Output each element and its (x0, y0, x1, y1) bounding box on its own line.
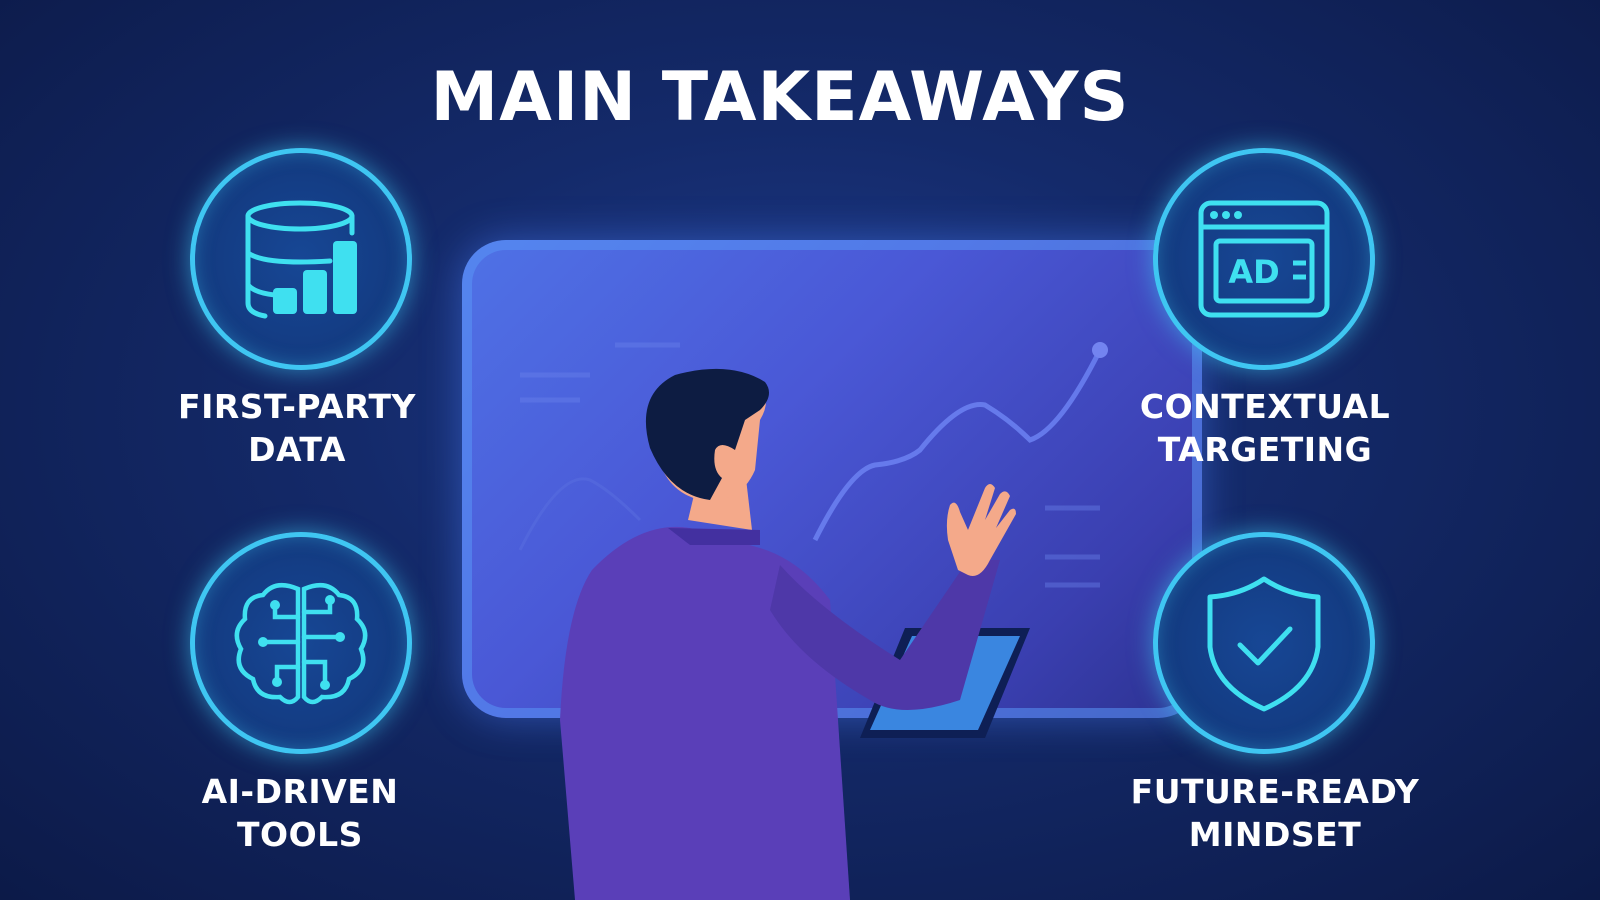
label-line: MINDSET (1188, 815, 1362, 854)
label-line: AI-DRIVEN (201, 772, 399, 811)
future-ready-mindset-label: FUTURE-READY MINDSET (1105, 770, 1445, 856)
browser-ad-icon: AD (1198, 200, 1330, 318)
presenter (560, 368, 1016, 900)
contextual-targeting-badge: AD (1153, 148, 1375, 370)
screen-chart (518, 342, 1108, 588)
contextual-targeting-label: CONTEXTUAL TARGETING (1095, 385, 1435, 471)
label-line: FUTURE-READY (1130, 772, 1420, 811)
future-ready-mindset-badge (1153, 532, 1375, 754)
first-party-data-label: FIRST-PARTY DATA (127, 385, 467, 471)
brain-circuit-icon (234, 582, 368, 705)
label-line: TARGETING (1157, 430, 1373, 469)
label-line: TOOLS (237, 815, 363, 854)
page-title: MAIN TAKEAWAYS (430, 58, 1130, 137)
shield-check-icon (1207, 576, 1321, 712)
label-line: CONTEXTUAL (1139, 387, 1391, 426)
database-chart-icon (245, 200, 357, 319)
ai-driven-tools-label: AI-DRIVEN TOOLS (130, 770, 470, 856)
first-party-data-badge (190, 148, 412, 370)
ai-driven-tools-badge (190, 532, 412, 754)
label-line: DATA (248, 430, 346, 469)
label-line: FIRST-PARTY (178, 387, 416, 426)
ad-text: AD (1228, 253, 1279, 291)
